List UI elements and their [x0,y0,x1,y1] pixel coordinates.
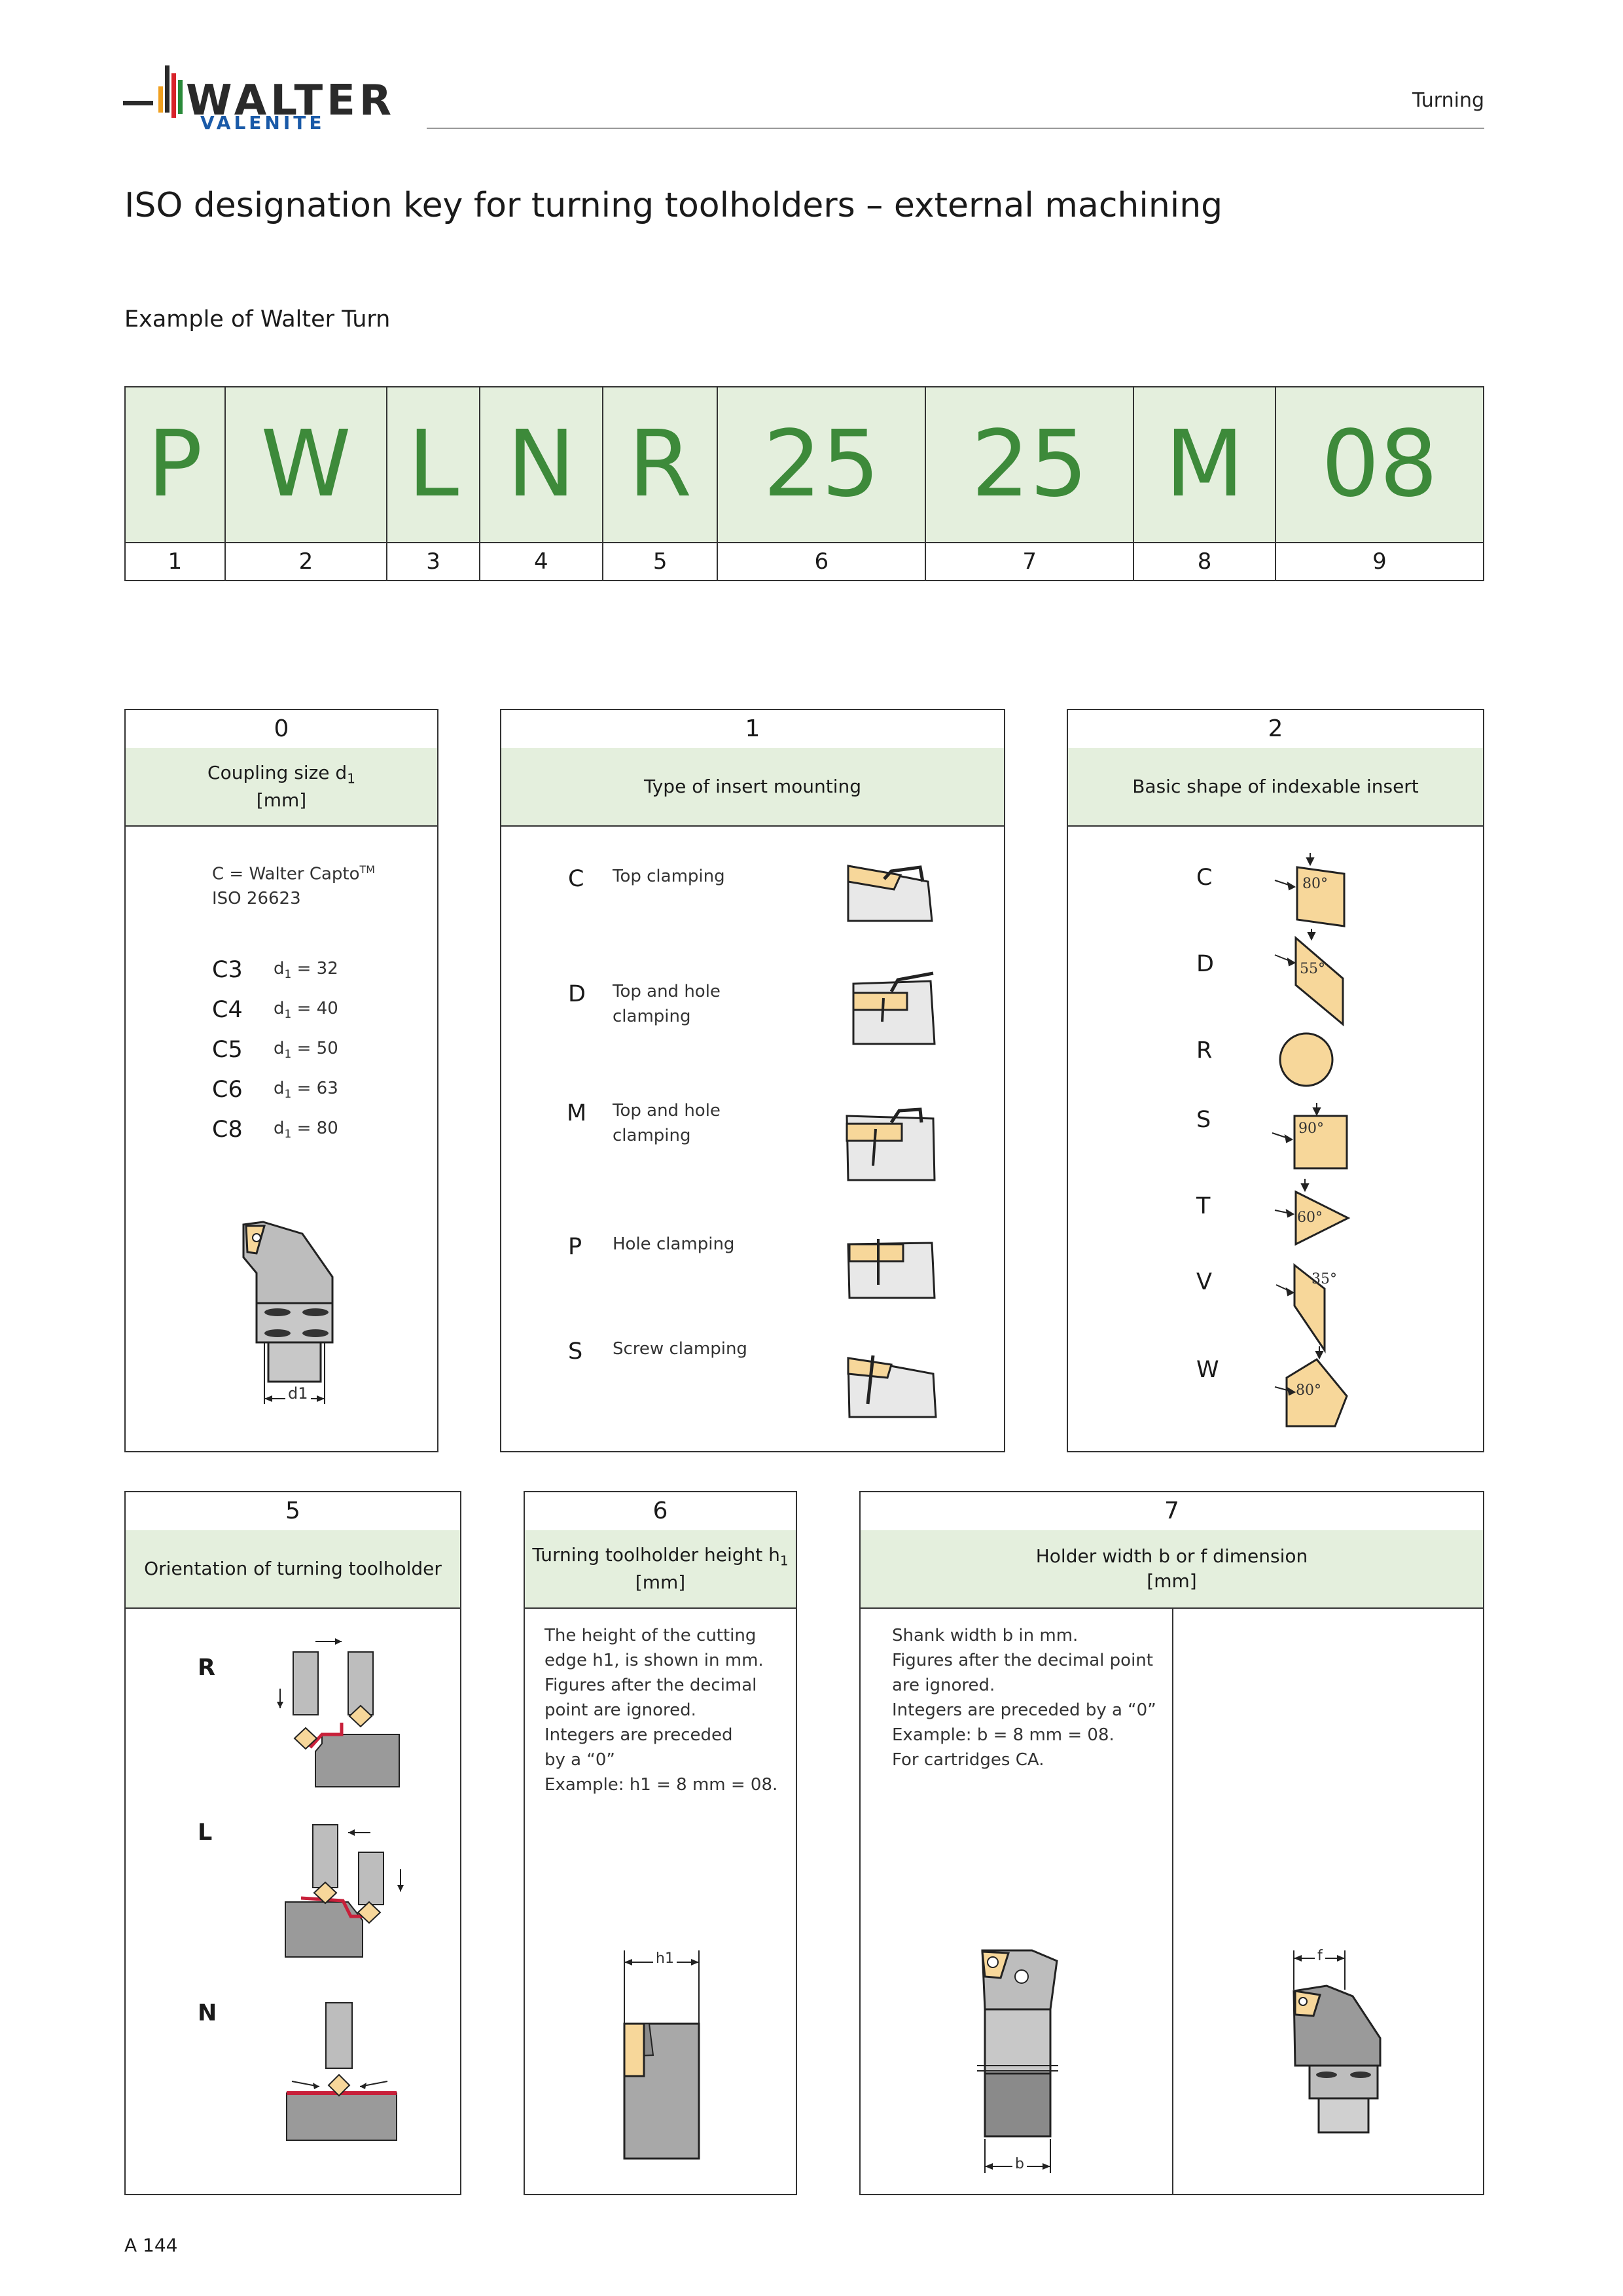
dimension-label-f: f [1315,1948,1325,1964]
position-cell: 3 [386,542,480,581]
list-item-label: Top clamping [613,867,725,886]
code-cell: 25 [717,386,927,543]
dimension-label-d1: d1 [285,1384,311,1403]
angle-label: 80° [1302,876,1328,892]
page-number: A 144 [124,2234,178,2256]
dimension-label-b: b [1012,2156,1027,2172]
position-cell: 2 [224,542,388,581]
box-orientation: 5 Orientation of turning toolholder R L … [124,1491,461,2195]
mounting-drawings [846,865,937,1418]
list-item-code: N [198,2000,217,2026]
list-item-label: Screw clamping [613,1339,747,1359]
position-cell: 4 [478,542,604,581]
angle-label: 55° [1300,961,1325,977]
code-cell: L [386,386,480,543]
list-item-code: T [1196,1193,1211,1219]
list-item-code: C [1196,865,1213,891]
section-label: Turning [1412,89,1484,112]
list-item-label: Hole clamping [613,1234,735,1254]
box-insert-shape: 2 Basic shape of indexable insert C D R … [1067,709,1484,1452]
code-cell: 08 [1274,386,1485,543]
list-item-code: P [568,1234,582,1260]
position-cell: 1 [124,542,226,581]
list-item-code: M [567,1100,587,1126]
list-item-code: R [198,1655,215,1681]
angle-label: 90° [1298,1121,1324,1137]
list-item-code: C [568,866,584,892]
box-toolholder-height: 6 Turning toolholder height h1[mm] The h… [524,1491,797,2195]
code-cell: P [124,386,226,543]
box-title: Coupling size d1[mm] [126,748,437,827]
list-item-code: W [1196,1357,1219,1383]
list-item-code: S [568,1338,583,1365]
list-item-code: R [1196,1037,1213,1064]
list-item-code: S [1196,1107,1211,1133]
logo: WALTER VALENITE [123,60,404,132]
box-insert-mounting: 1 Type of insert mounting C Top clamping… [500,709,1005,1452]
position-cell: 7 [925,542,1135,581]
width-drawings [977,1949,1382,2173]
page-title: ISO designation key for turning toolhold… [124,186,1223,225]
angle-label: 35° [1311,1271,1337,1287]
logo-bars [123,65,183,118]
box-holder-width: 7 Holder width b or f dimension[mm] Shan… [859,1491,1484,2195]
list-item-code: V [1196,1269,1212,1295]
box-title: Holder width b or f dimension[mm] [861,1530,1483,1609]
dimension-label-h1: h1 [653,1950,677,1967]
logo-walter-text: WALTER [186,77,396,125]
capto-intro: C = Walter CaptoTM ISO 26623 [212,863,376,909]
position-cell: 8 [1133,542,1276,581]
list-item-code: D [568,981,586,1007]
height-drawing [623,1950,700,2160]
code-cell: W [224,386,388,543]
code-cell: 25 [925,386,1135,543]
insert-shape-drawings: 80° 55° 90° 60° 35° 80° [1272,853,1351,1427]
box-title: Turning toolholder height h1[mm] [525,1530,796,1609]
list-item-code: D [1196,951,1214,977]
code-cell: R [602,386,719,543]
designation-table: P W L N R 25 25 M 08 1 2 3 4 5 6 7 8 9 [124,386,1485,581]
box-title: Basic shape of indexable insert [1068,748,1483,827]
code-cell: M [1133,386,1276,543]
page-subtitle: Example of Walter Turn [124,306,391,332]
column-divider [1172,1607,1173,2194]
header-rule [427,128,1484,129]
box-title: Orientation of turning toolholder [126,1530,460,1609]
angle-label: 60° [1297,1210,1323,1226]
list-item-code: L [198,1820,213,1846]
code-cell: N [478,386,604,543]
width-description: Shank width b in mm. Figures after the d… [892,1626,1156,1770]
logo-valenite-text: VALENITE [200,112,325,134]
box-title: Type of insert mounting [501,748,1004,827]
box-coupling-size: 0 Coupling size d1[mm] C = Walter CaptoT… [124,709,438,1452]
position-cell: 9 [1274,542,1485,581]
height-description: The height of the cutting edge h1, is sh… [544,1626,778,1795]
position-cell: 5 [602,542,719,581]
position-cell: 6 [717,542,927,581]
capto-holder-drawing [242,1221,334,1404]
angle-label: 80° [1296,1382,1321,1399]
orientation-drawings [277,1638,404,2141]
